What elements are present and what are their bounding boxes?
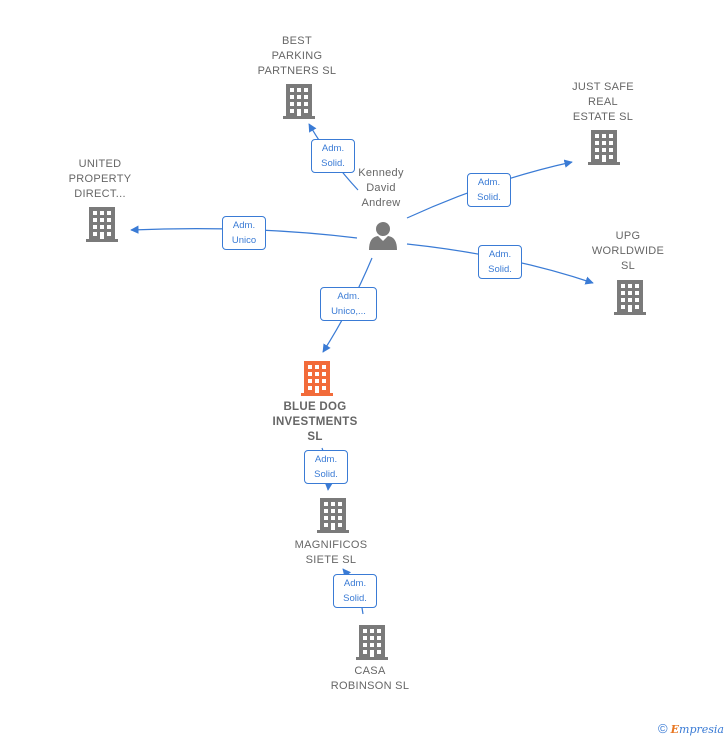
label-line: MAGNIFICOS (294, 539, 368, 551)
node-kennedy-label[interactable]: Kennedy David Andrew (326, 166, 436, 211)
label-line: ESTATE SL (572, 111, 634, 123)
label-line: SIETE SL (305, 554, 357, 566)
edge-label-line: Unico (231, 235, 257, 246)
node-blue-dog-label[interactable]: BLUE DOG INVESTMENTS SL (255, 400, 375, 445)
edge-label-line: Adm. (232, 220, 256, 231)
edge-label-line: Adm. (337, 291, 360, 302)
edge-label-casa-robinson[interactable]: Adm. Solid. (333, 574, 377, 608)
node-best-parking-label[interactable]: BEST PARKING PARTNERS SL (242, 34, 352, 79)
edge-label-line: Adm. (343, 578, 367, 589)
label-line: BLUE DOG (283, 401, 347, 413)
label-line: SL (620, 260, 636, 272)
edge-label-line: Adm. (488, 249, 512, 260)
edge-label-line: Solid. (314, 469, 338, 480)
brand-initial: E (670, 723, 680, 736)
edge-label-line: Solid. (488, 264, 512, 275)
node-casa-robinson-label[interactable]: CASA ROBINSON SL (315, 664, 425, 694)
footer-credit: ©Empresia (658, 721, 724, 736)
node-just-safe-label[interactable]: JUST SAFE REAL ESTATE SL (548, 80, 658, 125)
edge-label-line: Solid. (477, 192, 501, 203)
label-line: CASA (354, 665, 386, 677)
edge-label-best-parking[interactable]: Adm. Solid. (311, 139, 355, 173)
label-line: David (366, 182, 396, 194)
node-united-property-label[interactable]: UNITED PROPERTY DIRECT... (45, 157, 155, 202)
label-line: Andrew (361, 197, 401, 209)
label-line: UNITED (78, 158, 122, 170)
label-line: PARKING (271, 50, 323, 62)
blue-dog-building-icon (301, 361, 333, 396)
label-line: DIRECT... (74, 188, 126, 200)
label-line: JUST SAFE (572, 81, 634, 93)
just-safe-building-icon (588, 130, 620, 165)
upg-building-icon (614, 280, 646, 315)
label-line: PROPERTY (68, 173, 132, 185)
edge-label-blue-dog[interactable]: Adm. Unico,... (320, 287, 377, 321)
label-line: SL (307, 431, 323, 443)
label-line: BEST (282, 35, 312, 47)
copyright-icon: © (658, 721, 668, 736)
edge-label-united[interactable]: Adm. Unico (222, 216, 266, 250)
label-line: REAL (588, 96, 618, 108)
edge-label-line: Solid. (343, 593, 367, 604)
label-line: UPG (615, 230, 641, 242)
label-line: PARTNERS SL (257, 65, 337, 77)
label-line: ROBINSON SL (330, 680, 410, 692)
label-line: WORLDWIDE (591, 245, 665, 257)
edge-label-line: Adm. (314, 454, 338, 465)
casa-robinson-building-icon (356, 625, 388, 660)
edge-label-line: Adm. (477, 177, 501, 188)
brand-name: mpresia (679, 723, 724, 736)
edge-label-line: Adm. (321, 143, 345, 154)
label-line: Kennedy (358, 167, 404, 179)
best-parking-building-icon (283, 84, 315, 119)
person-icon (369, 222, 397, 250)
magnificos-building-icon (317, 498, 349, 533)
edge-label-just-safe[interactable]: Adm. Solid. (467, 173, 511, 207)
label-line: INVESTMENTS (272, 416, 358, 428)
node-upg-label[interactable]: UPG WORLDWIDE SL (573, 229, 683, 274)
edge-label-line: Unico,... (331, 306, 366, 317)
edge-label-magnificos[interactable]: Adm. Solid. (304, 450, 348, 484)
united-property-building-icon (86, 207, 118, 242)
edge-label-upg[interactable]: Adm. Solid. (478, 245, 522, 279)
brand-logo[interactable]: Empresia (671, 723, 724, 736)
edge-label-line: Solid. (321, 158, 345, 169)
node-magnificos-label[interactable]: MAGNIFICOS SIETE SL (276, 538, 386, 568)
